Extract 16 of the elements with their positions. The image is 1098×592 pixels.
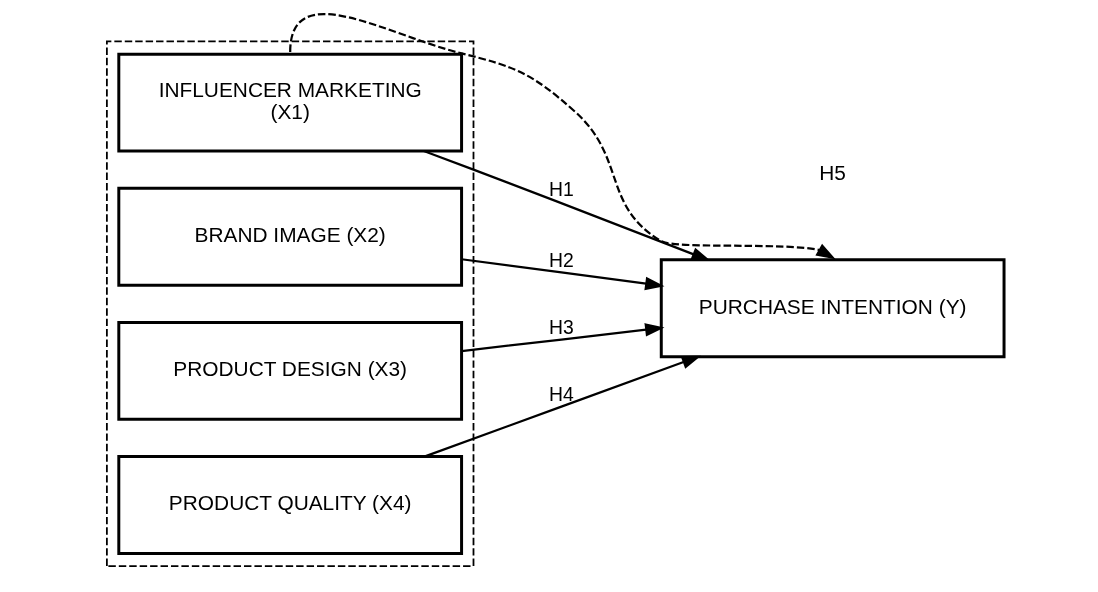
arrow: [424, 355, 701, 458]
node-box: PURCHASE INTENTION (Y): [659, 258, 1006, 359]
arrow: [288, 13, 836, 260]
edge-label: H3: [548, 316, 574, 339]
arrow: [461, 258, 664, 291]
node-box: BRAND IMAGE (X2): [116, 186, 463, 287]
arrow: [422, 150, 711, 262]
edge-label: H1: [548, 177, 574, 200]
arrow: [461, 323, 664, 353]
node-box: PRODUCT QUALITY (X4): [116, 455, 463, 555]
cluster: [105, 40, 474, 567]
edge-label: H2: [548, 249, 574, 272]
edge-label: H4: [548, 383, 574, 406]
node-box: INFLUENCER MARKETING (X1): [116, 52, 463, 153]
node-box: PRODUCT DESIGN (X3): [116, 320, 463, 421]
label: H5: [818, 160, 846, 184]
